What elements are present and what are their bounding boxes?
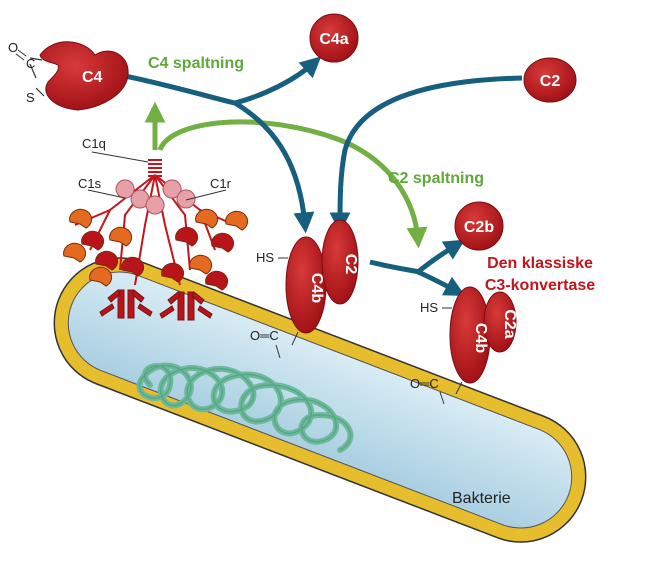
bacterium-label: Bakterie (452, 490, 511, 507)
convertase-title-line2: C3-konvertase (485, 277, 595, 294)
antibody-left (99, 289, 153, 319)
c4a-molecule: C4a (309, 13, 359, 63)
carbonyl-label-middle: O═C (250, 328, 279, 343)
carbonyl-label-final: O═C (410, 376, 439, 391)
thioester-c: C (26, 56, 35, 71)
c2-label: C2 (540, 73, 561, 90)
c2-molecule: C2 (523, 57, 577, 103)
c1s-label: C1s (78, 176, 102, 191)
convertase-title-line1: Den klassiske (487, 255, 593, 272)
c2b-molecule: C2b (454, 201, 504, 251)
c4a-label: C4a (319, 31, 348, 48)
c4b-label-final: C4b (472, 323, 489, 353)
c3-convertase: C4b C2a HS O═C (410, 286, 518, 405)
c4-molecule: C4 O C S (8, 40, 129, 111)
thioester-o: O (8, 40, 18, 55)
c4b-label-middle: C4b (308, 273, 325, 303)
arrows (119, 56, 523, 296)
hs-label-middle: HS (256, 250, 274, 265)
thioester-s: S (26, 90, 35, 105)
c1r-label: C1r (210, 176, 232, 191)
c2-cleavage-label: C2 spaltning (388, 170, 484, 187)
c2-label-middle: C2 (342, 254, 359, 275)
c4-cleavage-label: C4 spaltning (148, 55, 244, 72)
c2b-label: C2b (464, 219, 494, 236)
hs-label-final: HS (420, 300, 438, 315)
c2a-label: C2a (501, 309, 518, 338)
c1q-label: C1q (82, 136, 106, 151)
c4b-c2-complex: C4b C2 HS O═C (250, 219, 359, 359)
bacterium: Bakterie (53, 257, 587, 543)
antibody-right (159, 291, 213, 321)
c4-label: C4 (82, 69, 103, 86)
c1-complex: C1q C1s C1r (63, 136, 249, 291)
